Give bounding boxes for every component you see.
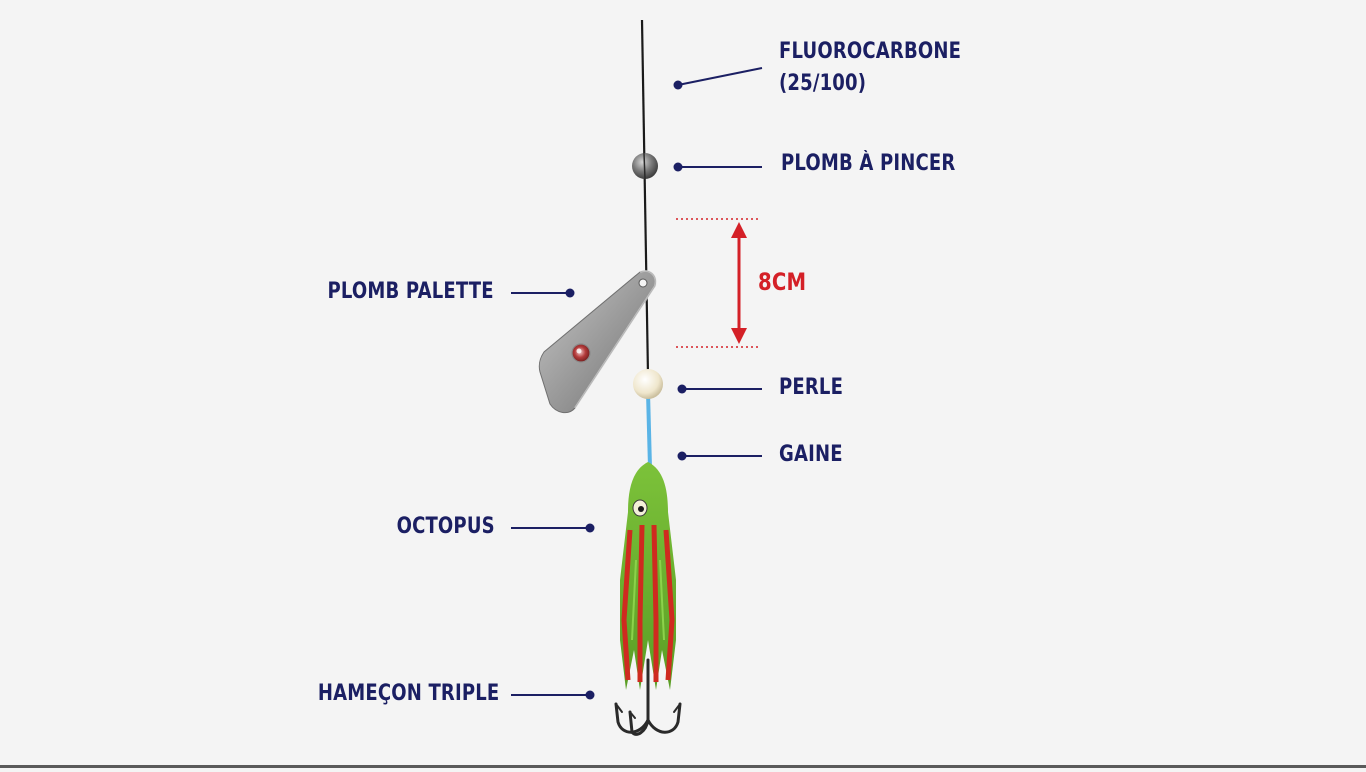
palette-lead-weight: [538, 270, 657, 414]
octopus-lure: [620, 462, 676, 690]
label-plomb-palette: PLOMB PALETTE: [327, 279, 494, 304]
measurement-indicator: [676, 218, 758, 348]
label-octopus: OCTOPUS: [396, 514, 495, 539]
leader-gaine: [677, 451, 762, 461]
split-shot-slot: [643, 152, 646, 180]
label-fluorocarbone-line1: FLUOROCARBONE: [779, 39, 962, 64]
label-perle: PERLE: [779, 375, 844, 400]
lead-eye: [571, 343, 591, 363]
leader-octopus: [511, 523, 595, 533]
label-fluorocarbone: FLUOROCARBONE (25/100): [779, 39, 961, 98]
label-measure: 8CM: [758, 268, 807, 296]
treble-hook: [614, 658, 682, 736]
leader-plomb-palette: [511, 288, 575, 298]
label-plomb-a-pincer: PLOMB À PINCER: [781, 151, 956, 176]
label-fluorocarbone-line2: (25/100): [779, 71, 867, 97]
bottom-border: [0, 765, 1366, 768]
leader-hamecon-triple: [511, 690, 595, 700]
arrow-down-icon: [731, 328, 747, 344]
bead: [633, 369, 663, 399]
arrow-up-icon: [731, 222, 747, 238]
sleeve-tube: [646, 391, 652, 469]
leader-perle: [677, 384, 762, 394]
label-hamecon-triple: HAMEÇON TRIPLE: [317, 681, 499, 706]
label-gaine: GAINE: [779, 442, 843, 467]
fluorocarbon-line: [640, 19, 650, 376]
leader-plomb-a-pincer: [673, 162, 762, 172]
leader-fluorocarbone: [673, 67, 763, 90]
